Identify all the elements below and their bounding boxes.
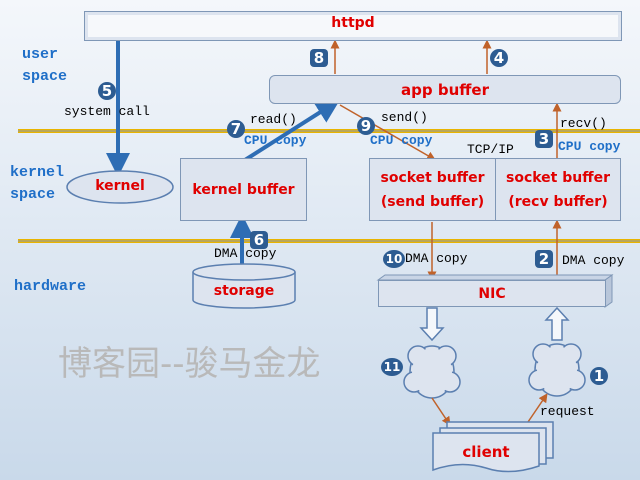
nic-out-hollow-arrow (419, 307, 445, 342)
dma-copy-storage-label: DMA copy (214, 246, 277, 261)
app-buffer-box: app buffer (269, 75, 621, 104)
tcp-ip-label: TCP/IP (467, 142, 514, 157)
kernel-buffer-label: kernel buffer (192, 181, 295, 198)
socket-send-buffer-box: socket buffer (send buffer) (369, 158, 496, 221)
storage-label: storage (213, 283, 275, 299)
step-badge-9: 9 (357, 117, 375, 135)
step-badge-3: 3 (535, 130, 553, 148)
read-arrow (243, 99, 341, 162)
region-user-space: user space (22, 46, 68, 85)
app-buffer-label: app buffer (401, 80, 489, 99)
socket-recv-buffer-label: socket buffer (recv buffer) (506, 169, 610, 210)
httpd-box: httpd (84, 11, 622, 41)
region-hardware: hardware (14, 278, 87, 295)
watermark: 博客园--骏马金龙 (58, 344, 321, 384)
cloud-to-client-arrow (431, 397, 451, 426)
kernel-label: kernel (95, 178, 145, 194)
step-badge-6: 6 (250, 231, 268, 249)
socket-recv-buffer-box: socket buffer (recv buffer) (495, 158, 621, 221)
nic-box: NIC (378, 280, 606, 307)
nic-label: NIC (478, 285, 506, 302)
system-call-label: system call (64, 104, 150, 119)
step-badge-1: 1 (590, 367, 608, 385)
nic-in-hollow-arrow (544, 306, 570, 341)
recv-label: recv() (560, 116, 607, 131)
send-arrow (339, 104, 436, 161)
cpu-copy-recv-label: CPU copy (558, 139, 621, 154)
step-badge-2: 2 (535, 250, 553, 268)
step-badge-8: 8 (310, 49, 328, 67)
kernel-ellipse (66, 170, 174, 204)
socket-send-buffer-label: socket buffer (send buffer) (380, 169, 485, 210)
send-label: send() (381, 110, 428, 125)
region-kernel-space: kernel space (10, 164, 65, 203)
step-badge-11: 11 (381, 358, 403, 376)
read-label: read() (250, 112, 297, 127)
client-label: client (462, 443, 510, 461)
kernel-buffer-box: kernel buffer (180, 158, 307, 221)
cpu-copy-read-label: CPU copy (244, 133, 307, 148)
step-badge-5: 5 (98, 82, 116, 100)
storage-cylinder (192, 263, 296, 309)
request-label: request (540, 404, 595, 419)
request-arrow (527, 393, 548, 423)
dma-copy-recv-label: DMA copy (562, 253, 625, 268)
dma-copy-send-label: DMA copy (405, 251, 468, 266)
cloud-left (403, 345, 461, 399)
httpd-label: httpd (331, 15, 375, 31)
cloud-right (528, 343, 586, 397)
step-badge-10: 10 (383, 250, 405, 268)
client-stack (432, 421, 554, 473)
step-badge-4: 4 (490, 49, 508, 67)
step-badge-7: 7 (227, 120, 245, 138)
cpu-copy-send-label: CPU copy (370, 133, 433, 148)
